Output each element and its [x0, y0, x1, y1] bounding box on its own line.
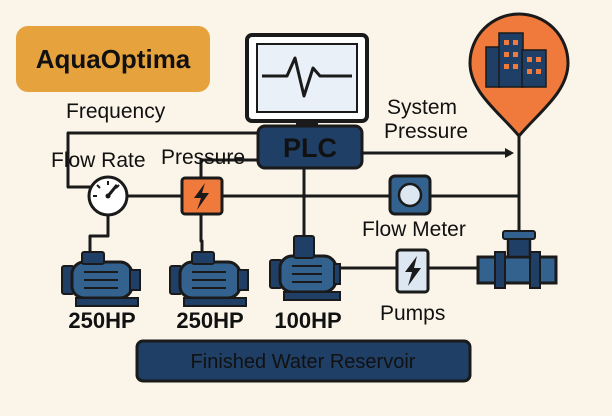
- building-tall: [498, 32, 524, 88]
- pressure-gauge-icon: [87, 175, 129, 217]
- brand-badge-bg: [16, 26, 210, 92]
- reservoir-banner: Finished Water Reservoir: [135, 339, 472, 383]
- waveform-line: [262, 56, 352, 98]
- plc-box-bg: [256, 124, 364, 170]
- pump-rating-1: 250HP: [68, 308, 135, 333]
- pump-motor-icon: [269, 235, 341, 301]
- monitor-stand: [296, 121, 318, 127]
- building-windows: [504, 40, 541, 74]
- pump-motor-icon: [169, 251, 249, 307]
- building-right: [521, 49, 547, 88]
- pipe-valve-icon: [476, 230, 558, 289]
- system-pressure-label-line2: Pressure: [384, 120, 468, 143]
- building-left: [485, 46, 501, 88]
- plc-box: PLC: [256, 124, 364, 170]
- flow-meter-label: Flow Meter: [362, 218, 466, 241]
- reservoir-banner-bg: [135, 339, 472, 383]
- flow-meter-icon: [388, 174, 432, 216]
- monitor-screen: [256, 43, 358, 113]
- valve-handle: [502, 230, 536, 240]
- pumps-label: Pumps: [380, 302, 445, 325]
- brand-badge: AquaOptima: [16, 26, 210, 92]
- pressure-line: [199, 158, 260, 180]
- pressure-sensor: [180, 176, 224, 216]
- system-pressure-label-line1: System: [387, 96, 457, 119]
- pump-rating-2: 250HP: [176, 308, 243, 333]
- lightning-icon: [405, 256, 421, 286]
- lightning-icon: [194, 183, 209, 210]
- pressure-label: Pressure: [161, 146, 245, 169]
- building-pin-icon: [468, 12, 570, 139]
- frequency-line: [66, 131, 260, 189]
- gauge-to-pump1: [88, 212, 110, 254]
- pump-rating-3: 100HP: [274, 308, 341, 333]
- pumps-switch: [395, 248, 430, 294]
- flow-rate-label: Flow Rate: [51, 149, 146, 172]
- arrow-head-icon: [505, 148, 514, 158]
- signal-lines: [66, 131, 521, 270]
- flow-meter-dial: [397, 182, 423, 208]
- monitor-waveform-icon: [245, 33, 369, 127]
- brand-name: AquaOptima: [36, 44, 191, 74]
- pump-motor-icon: [61, 251, 141, 307]
- reservoir-label: Finished Water Reservoir: [191, 351, 416, 373]
- frequency-label: Frequency: [66, 100, 166, 123]
- valve-pipe: [476, 255, 558, 285]
- plc-label: PLC: [283, 133, 337, 163]
- pressure-to-pump2: [199, 212, 204, 256]
